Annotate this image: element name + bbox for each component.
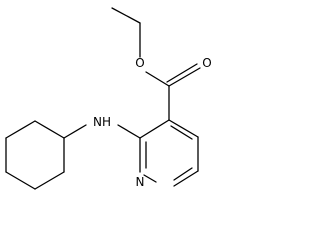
ring-bond-c6-n1: [143, 174, 157, 183]
amine-linker: NH: [63, 115, 141, 139]
ester-oxygen-label: O: [135, 56, 144, 70]
ring-double-bond-c3-c4: [170, 125, 193, 140]
ring-bond-c3-c4: [168, 119, 199, 138]
bond-ester-oxygen-carbonyl: [145, 71, 170, 87]
amine-label: NH: [93, 115, 111, 129]
bond-ring-amine: [117, 124, 141, 139]
bond-amine-cyclohexyl: [63, 124, 87, 139]
cyclohexyl-bond-6: [34, 120, 65, 139]
cyclohexyl-ring: [5, 120, 65, 190]
ring-bond-c5-c6: [173, 170, 199, 187]
cyclohexyl-bond-2: [34, 171, 65, 190]
ring-double-bond-c5-c6: [173, 167, 193, 181]
bond-carbonyl-double-1: [168, 67, 201, 87]
cyclohexyl-bond-5: [5, 120, 36, 139]
bond-carbonyl-double-2: [166, 63, 198, 83]
carbonyl-oxygen-label: O: [202, 56, 211, 70]
bond-methyl-methylene: [111, 7, 141, 24]
pyridine-ring: N: [136, 119, 199, 189]
ring-nitrogen-label: N: [136, 175, 145, 189]
chemical-structure: O O N NH: [5, 7, 212, 190]
cyclohexyl-bond-3: [5, 171, 36, 190]
ester-group: O O: [135, 56, 212, 121]
ring-bond-c2-c3: [139, 119, 170, 139]
ethyl-group: [111, 7, 141, 58]
